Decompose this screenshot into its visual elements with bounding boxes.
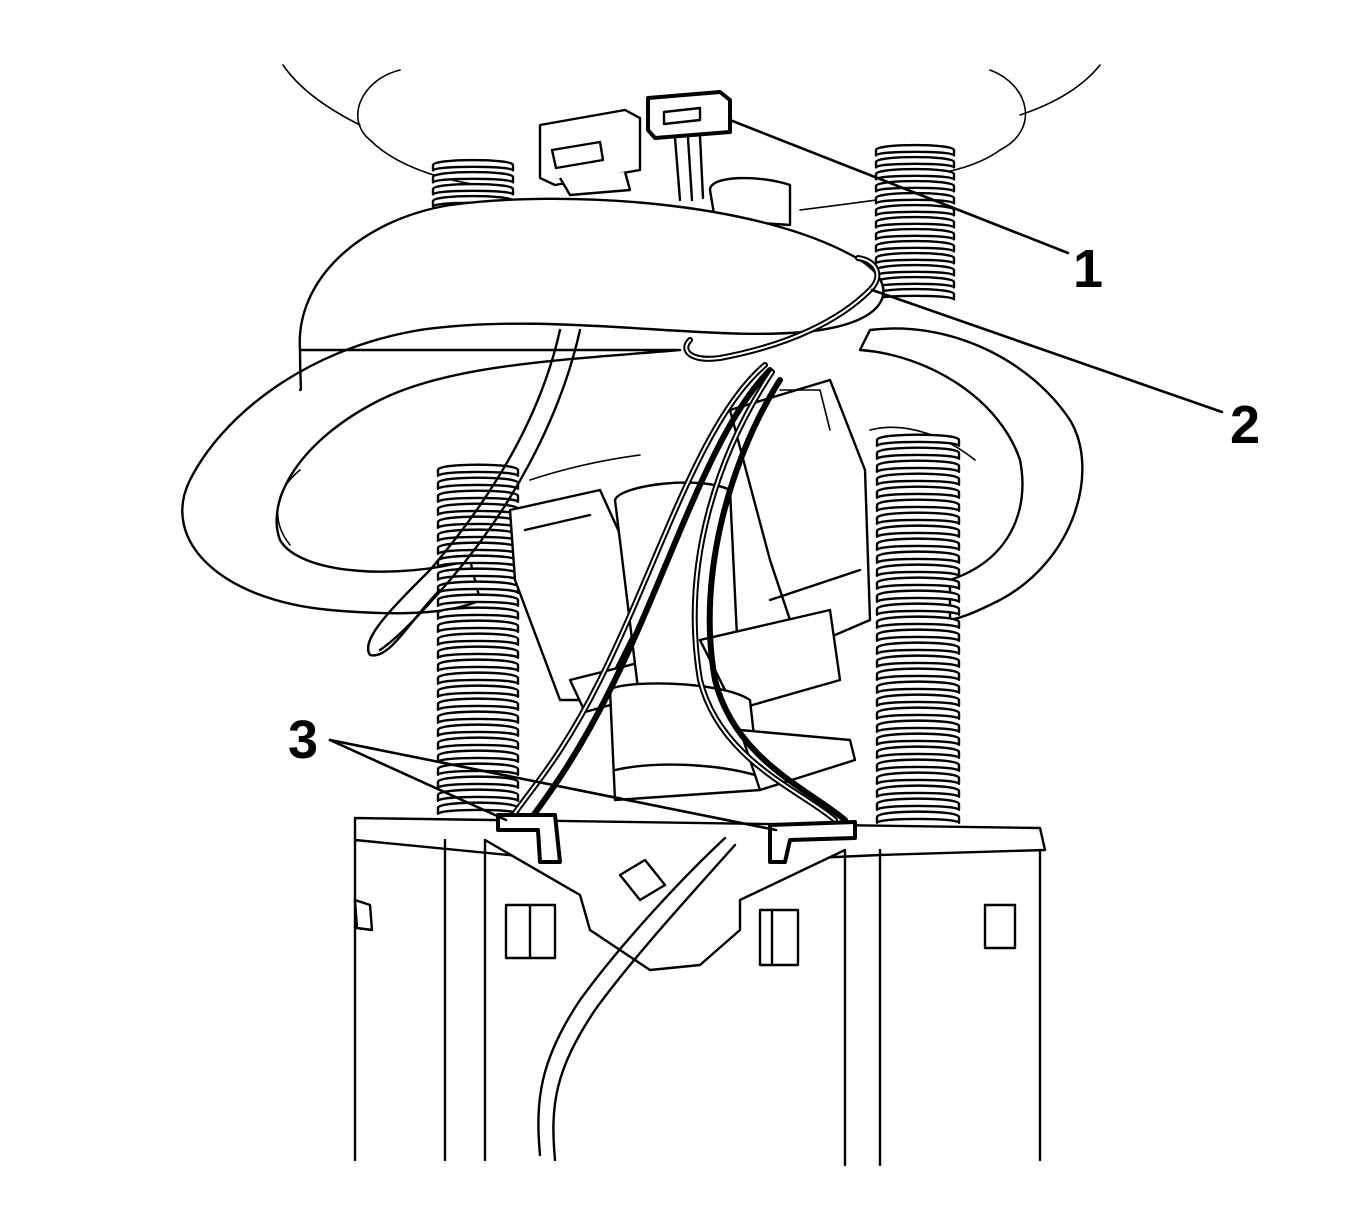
spring-coil: [875, 706, 961, 721]
spring-coil: [875, 589, 961, 604]
spring-coil: [436, 697, 520, 712]
spring-coil: [436, 645, 520, 660]
spring-coil: [436, 723, 520, 738]
callout-2: 2: [1230, 395, 1260, 455]
spring-coil: [436, 489, 520, 504]
spring-coil: [874, 203, 956, 217]
spring-coil: [436, 684, 520, 699]
retainer-tabs: [496, 813, 857, 864]
spring-coil: [436, 775, 520, 790]
coil-spring-back-right: [874, 143, 956, 301]
spring-coil: [875, 745, 961, 760]
callout-1: 1: [1073, 239, 1103, 299]
spring-coil: [436, 554, 520, 569]
spring-coil: [875, 732, 961, 747]
spring-coil: [874, 143, 956, 157]
spring-coil: [875, 511, 961, 526]
callout-3: 3: [288, 710, 318, 770]
spring-coil: [874, 191, 956, 205]
spring-coil: [875, 563, 961, 578]
spring-coil: [874, 251, 956, 265]
reservoir-housing: [353, 816, 1047, 1167]
harness-connector: [646, 90, 732, 202]
spring-coil: [436, 593, 520, 608]
spring-coil: [875, 680, 961, 695]
coil-spring-front-right: [875, 433, 961, 825]
leader-line-1: [728, 118, 1070, 255]
fuel-line-loop: [181, 197, 1084, 622]
spring-coil: [875, 641, 961, 656]
spring-coil: [436, 736, 520, 751]
top-connectors: [538, 108, 792, 227]
leader-line-3b: [328, 738, 778, 832]
spring-coil: [875, 758, 961, 773]
spring-coil: [875, 550, 961, 565]
spring-coil: [431, 158, 515, 172]
spring-coil: [436, 788, 520, 803]
spring-coil: [874, 155, 956, 169]
spring-coil: [874, 239, 956, 253]
spring-coil: [436, 528, 520, 543]
spring-coil: [436, 463, 520, 478]
spring-coil: [875, 602, 961, 617]
spring-coil: [436, 710, 520, 725]
spring-coil: [875, 433, 961, 448]
leader-line-2: [870, 288, 1224, 414]
spring-coil: [875, 654, 961, 669]
spring-coil: [436, 671, 520, 686]
spring-coil: [436, 476, 520, 491]
pump-assembly: [508, 378, 872, 802]
spring-coil: [431, 170, 515, 184]
spring-coil: [875, 446, 961, 461]
spring-coil: [874, 287, 956, 301]
spring-coil: [436, 658, 520, 673]
spring-coil: [436, 515, 520, 530]
spring-coil: [875, 719, 961, 734]
leader-lines: [328, 118, 1224, 832]
spring-coil: [436, 580, 520, 595]
coil-spring-front-left: [436, 463, 520, 816]
spring-coil: [436, 619, 520, 634]
spring-coil: [436, 606, 520, 621]
return-line-tube: [367, 328, 582, 657]
wire-retainer-clip: [683, 255, 881, 362]
spring-coil: [875, 693, 961, 708]
spring-coil: [875, 615, 961, 630]
spring-coil: [875, 784, 961, 799]
spring-coil: [874, 263, 956, 277]
spring-coil: [874, 275, 956, 289]
spring-coil: [875, 524, 961, 539]
spring-coil: [874, 167, 956, 181]
spring-coil: [875, 576, 961, 591]
spring-coil: [875, 537, 961, 552]
spring-coil: [875, 628, 961, 643]
spring-coil: [875, 485, 961, 500]
leader-line-3a: [328, 738, 508, 822]
spring-coil: [875, 771, 961, 786]
spring-coil: [436, 749, 520, 764]
spring-coil: [436, 632, 520, 647]
spring-coil: [874, 215, 956, 229]
spring-coil: [875, 667, 961, 682]
spring-coil: [875, 459, 961, 474]
spring-coil: [875, 797, 961, 812]
spring-coil: [431, 182, 515, 196]
spring-coil: [875, 498, 961, 513]
spring-coil: [874, 179, 956, 193]
spring-coil: [875, 472, 961, 487]
spring-coil: [875, 810, 961, 825]
spring-coil: [874, 227, 956, 241]
